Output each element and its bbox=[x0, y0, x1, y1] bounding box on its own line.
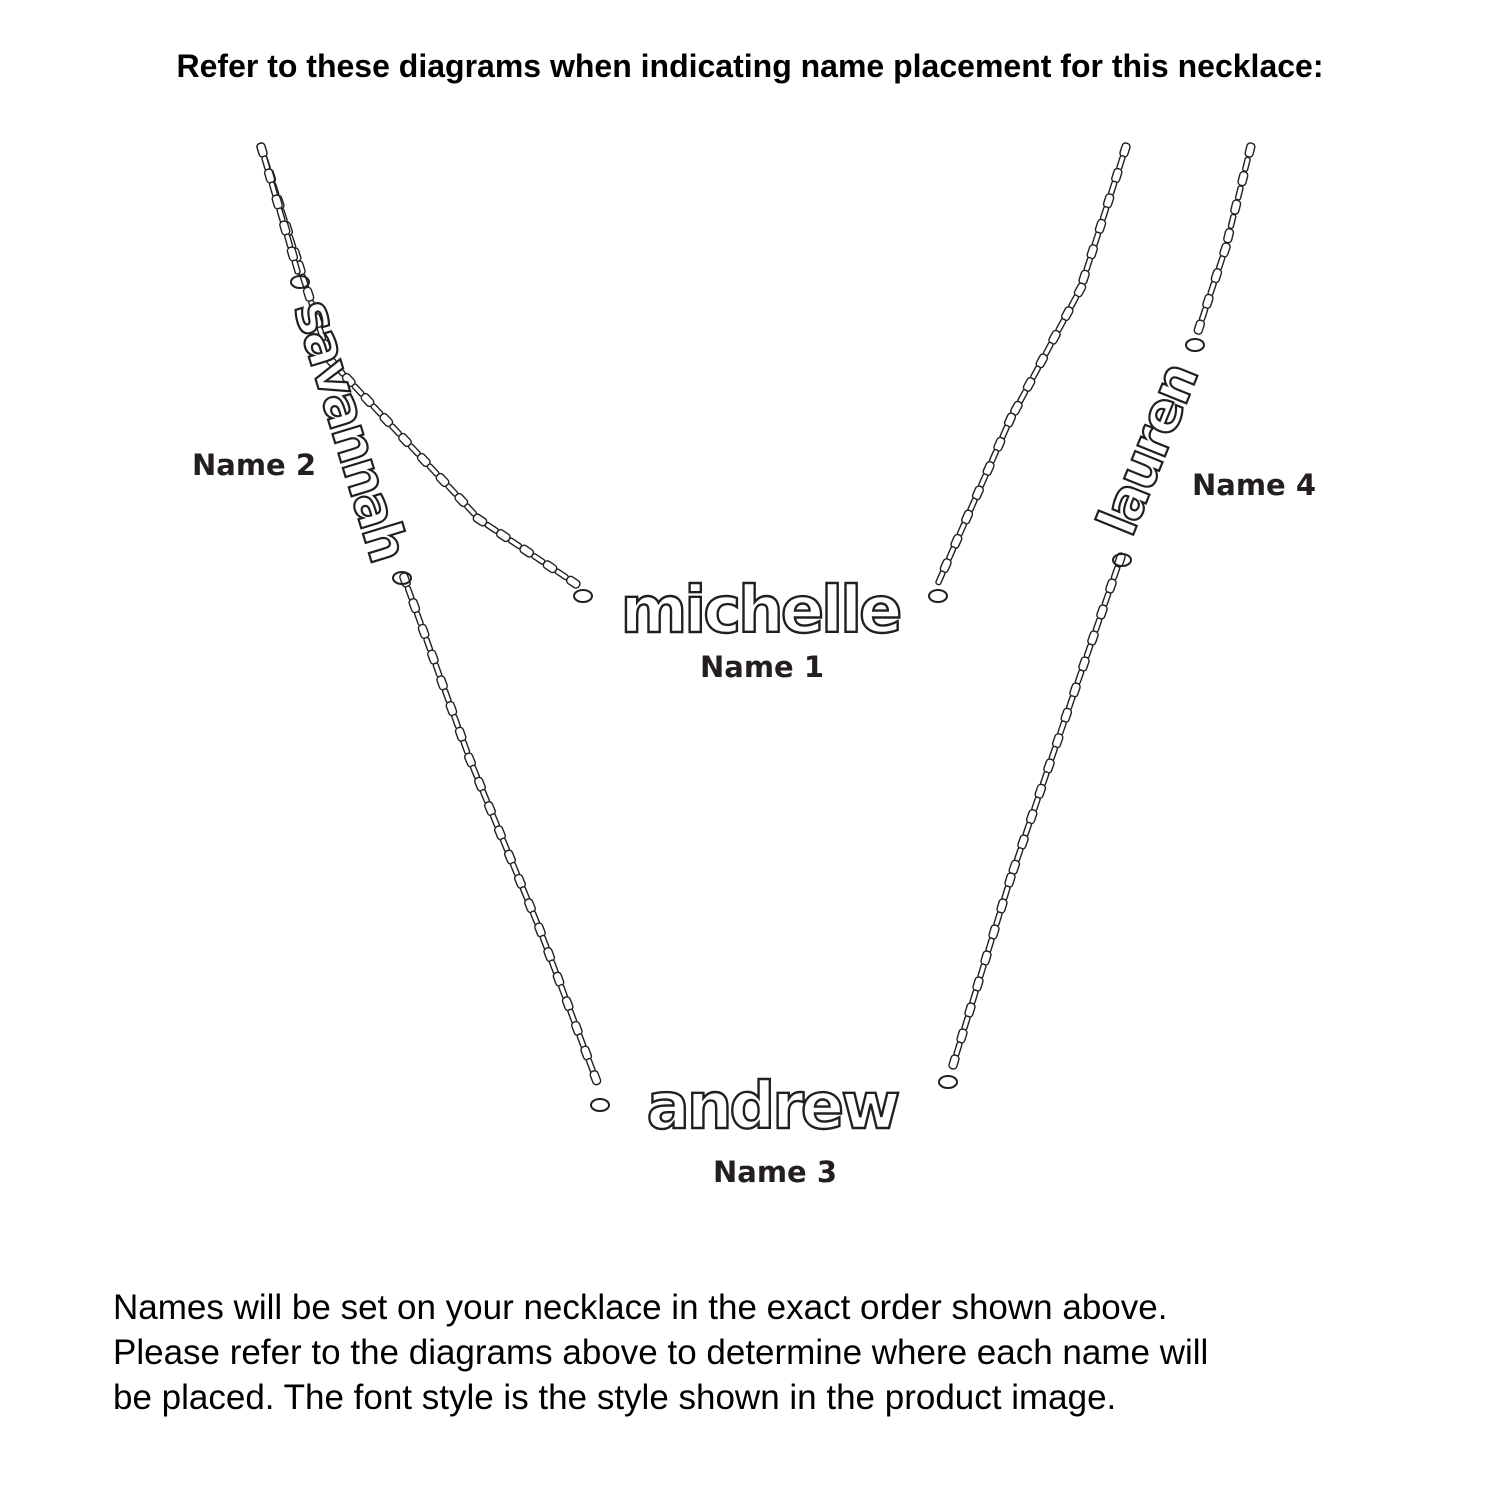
chain-link bbox=[1227, 213, 1237, 230]
name-3-label: Name 3 bbox=[713, 1155, 838, 1189]
chain-link bbox=[1083, 643, 1094, 659]
chain-outer-left-lower bbox=[399, 572, 602, 1086]
name-2-label: Name 2 bbox=[192, 448, 317, 482]
chain-link bbox=[1237, 170, 1249, 187]
chain-link bbox=[969, 989, 979, 1005]
name-4-plate-text: lauren bbox=[1085, 356, 1210, 544]
jump-ring bbox=[938, 1075, 958, 1089]
chain-link bbox=[948, 1054, 960, 1070]
name-4-plate: lauren bbox=[1084, 355, 1211, 545]
chain-link bbox=[1242, 156, 1251, 172]
chain-link bbox=[985, 937, 995, 953]
placement-note: Names will be set on your necklace in th… bbox=[113, 1285, 1413, 1420]
chain-link bbox=[268, 181, 278, 197]
chain-link bbox=[1001, 885, 1011, 901]
chain-link bbox=[589, 1070, 602, 1086]
chain-outer-right-upper bbox=[1193, 142, 1256, 335]
name-1-label: Name 1 bbox=[700, 650, 825, 684]
chain-link bbox=[460, 739, 471, 755]
page-title: Refer to these diagrams when indicating … bbox=[176, 48, 1324, 84]
chain-link bbox=[1110, 565, 1121, 581]
chain-link bbox=[935, 570, 946, 586]
jump-ring bbox=[1185, 338, 1205, 352]
name-1-plate: michelle bbox=[619, 573, 904, 649]
chain-link bbox=[993, 911, 1003, 927]
chain-outer-left-upper bbox=[256, 142, 301, 275]
chain-link bbox=[441, 688, 452, 704]
jump-ring bbox=[392, 571, 412, 585]
chain-link bbox=[432, 662, 443, 678]
necklace-chains bbox=[256, 142, 1256, 1112]
chain-link bbox=[291, 259, 301, 275]
chain-link bbox=[1193, 319, 1206, 335]
chain-link bbox=[977, 963, 987, 979]
chain-link bbox=[1074, 669, 1085, 685]
chain-link bbox=[961, 1015, 971, 1031]
jump-ring bbox=[590, 1098, 610, 1112]
chain-outer-right-lower bbox=[948, 552, 1126, 1070]
chain-link bbox=[1223, 227, 1235, 244]
chain-link bbox=[565, 575, 581, 589]
jump-ring bbox=[928, 589, 948, 603]
name-4-label: Name 4 bbox=[1192, 468, 1317, 502]
jump-ring bbox=[573, 589, 593, 603]
jump-ring bbox=[290, 275, 310, 289]
chain-link bbox=[1230, 199, 1242, 215]
name-1-plate-text: michelle bbox=[621, 574, 900, 648]
chain-link bbox=[261, 155, 271, 171]
chain-link bbox=[1244, 142, 1256, 158]
chain-link bbox=[451, 713, 461, 729]
note-line: Names will be set on your necklace in th… bbox=[113, 1288, 1168, 1327]
jump-ring bbox=[1112, 553, 1132, 567]
chain-inner-right bbox=[935, 142, 1131, 586]
note-line: be placed. The font style is the style s… bbox=[113, 1378, 1117, 1417]
chain-link bbox=[953, 1041, 963, 1057]
name-3-plate-text: andrew bbox=[647, 1070, 899, 1144]
chain-link bbox=[1101, 591, 1112, 607]
chain-link bbox=[1092, 617, 1103, 633]
chain-link bbox=[1234, 185, 1244, 201]
note-line: Please refer to the diagrams above to de… bbox=[113, 1333, 1209, 1372]
name-3-plate: andrew bbox=[645, 1069, 902, 1145]
